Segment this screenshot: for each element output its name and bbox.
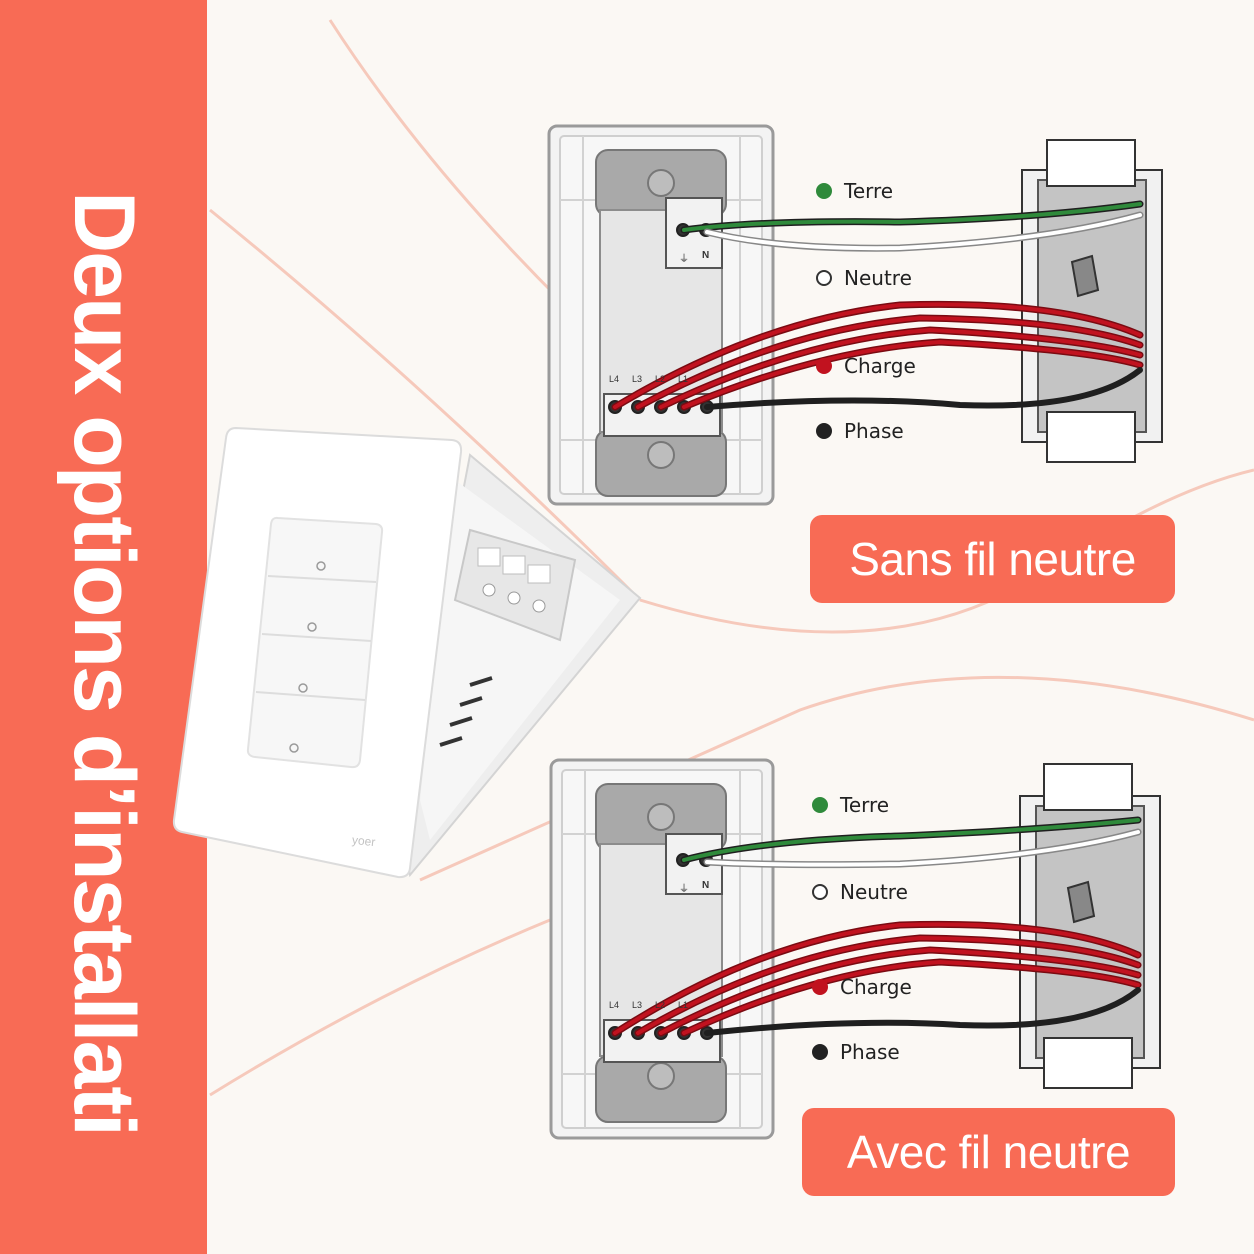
switch-back-housing [396, 453, 642, 878]
legend-line-1: Phase [816, 419, 904, 443]
line-dot-icon [816, 423, 832, 439]
legend-line-2: Phase [812, 1040, 900, 1064]
terminal-label-earth-1: ⏚ [679, 254, 689, 265]
terminal-label-earth-2: ⏚ [679, 884, 689, 895]
option-label-with-neutral: Avec fil neutre [802, 1108, 1175, 1196]
earth-dot-icon [816, 183, 832, 199]
legend-label: Charge [840, 975, 912, 999]
wires-2 [611, 816, 1142, 1037]
legend-label: Phase [844, 419, 904, 443]
vent-slots [439, 676, 493, 747]
terminal-label-load2-1: L2 [655, 374, 666, 384]
legend-earth-2: Terre [812, 793, 889, 817]
load-dot-icon [816, 358, 832, 374]
legend-neutral-2: Neutre [812, 880, 908, 904]
terminal-label-load1-1: L1 [678, 374, 689, 384]
terminal-label-load4-1: L4 [609, 374, 620, 384]
switch-faceplate [172, 426, 463, 879]
legend-label: Phase [840, 1040, 900, 1064]
switch-back-panel-2 [549, 758, 775, 1140]
neutral-dot-icon [816, 270, 832, 286]
terminal-block [453, 528, 577, 642]
wall-box-2 [1019, 763, 1161, 1089]
terminal-label-load1-2: L1 [678, 1000, 689, 1010]
terminal-label-load3-1: L3 [632, 374, 643, 384]
button-indicator-icons [289, 561, 326, 753]
legend-label: Charge [844, 354, 916, 378]
legend-label: Terre [844, 179, 894, 203]
wires-1 [611, 200, 1144, 411]
legend-earth-1: Terre [816, 179, 893, 203]
terminal-label-neutral-2: N [702, 880, 710, 891]
terminal-label-load3-2: L3 [632, 1000, 643, 1010]
legend-neutral-1: Neutre [816, 266, 912, 290]
legend-load-1: Charge [816, 354, 916, 378]
load-dot-icon [812, 979, 828, 995]
wall-box-1 [1021, 139, 1163, 463]
line-dot-icon [812, 1044, 828, 1060]
legend-label: Neutre [844, 266, 912, 290]
legend-label: Neutre [840, 880, 908, 904]
side-band: Deux options d’installati [0, 0, 207, 1254]
earth-dot-icon [812, 797, 828, 813]
legend-load-2: Charge [812, 975, 912, 999]
option-label-without-neutral: Sans fil neutre [810, 515, 1175, 603]
legend-label: Terre [840, 793, 890, 817]
terminal-label-load4-2: L4 [609, 1000, 620, 1010]
terminal-label-neutral-1: N [702, 250, 710, 261]
terminal-label-load2-2: L2 [655, 1000, 666, 1010]
neutral-dot-icon [812, 884, 828, 900]
